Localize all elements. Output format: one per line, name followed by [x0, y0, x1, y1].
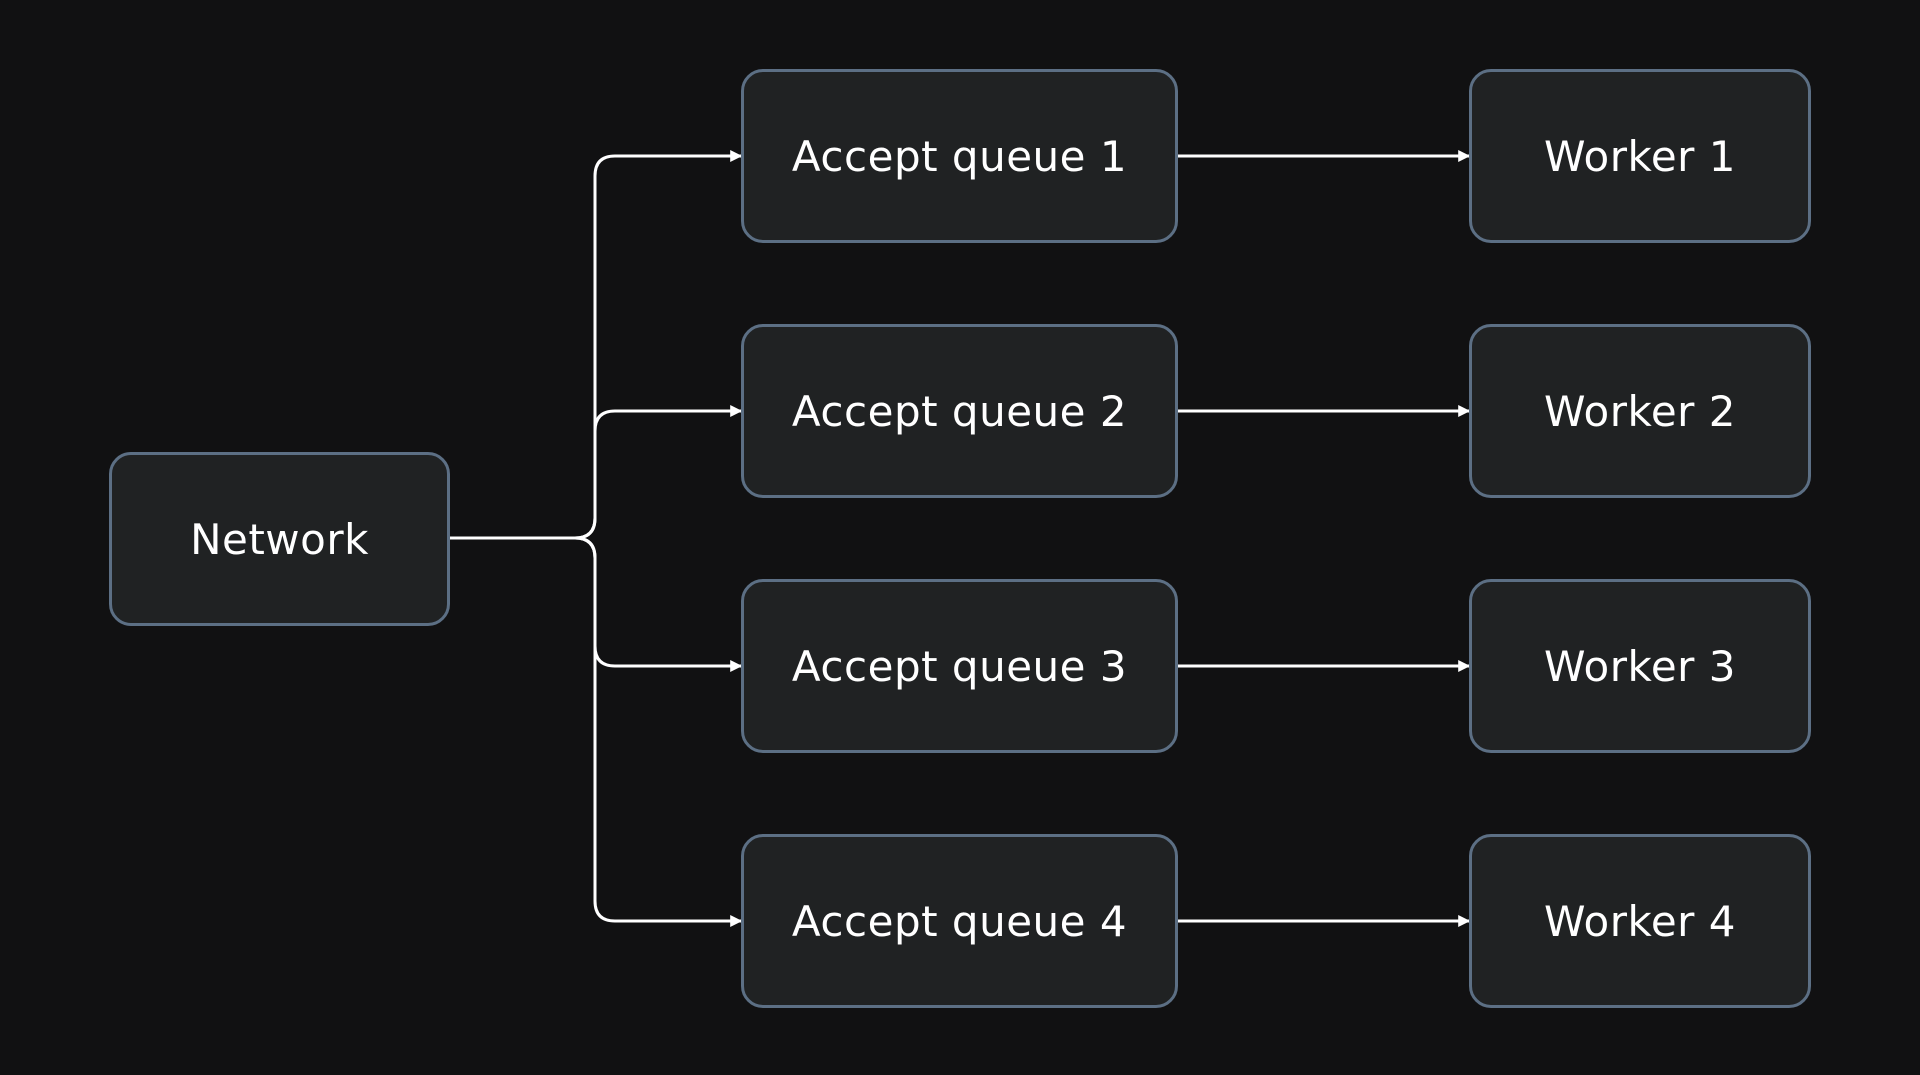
node-network: Network [109, 452, 450, 626]
node-worker-4: Worker 4 [1469, 834, 1811, 1008]
connector-network-to-queue-3 [574, 536, 743, 672]
node-accept-queue-1: Accept queue 1 [741, 69, 1178, 243]
node-worker-3: Worker 3 [1469, 579, 1811, 753]
node-worker-2: Worker 2 [1469, 324, 1811, 498]
node-worker-1: Worker 1 [1469, 69, 1811, 243]
connector-network-to-queue-4 [574, 536, 743, 927]
node-accept-queue-2: Accept queue 2 [741, 324, 1178, 498]
node-accept-queue-4: Accept queue 4 [741, 834, 1178, 1008]
connector-network-to-queue-1 [574, 150, 743, 540]
node-accept-queue-3: Accept queue 3 [741, 579, 1178, 753]
connector-network-to-queue-2 [574, 405, 743, 540]
